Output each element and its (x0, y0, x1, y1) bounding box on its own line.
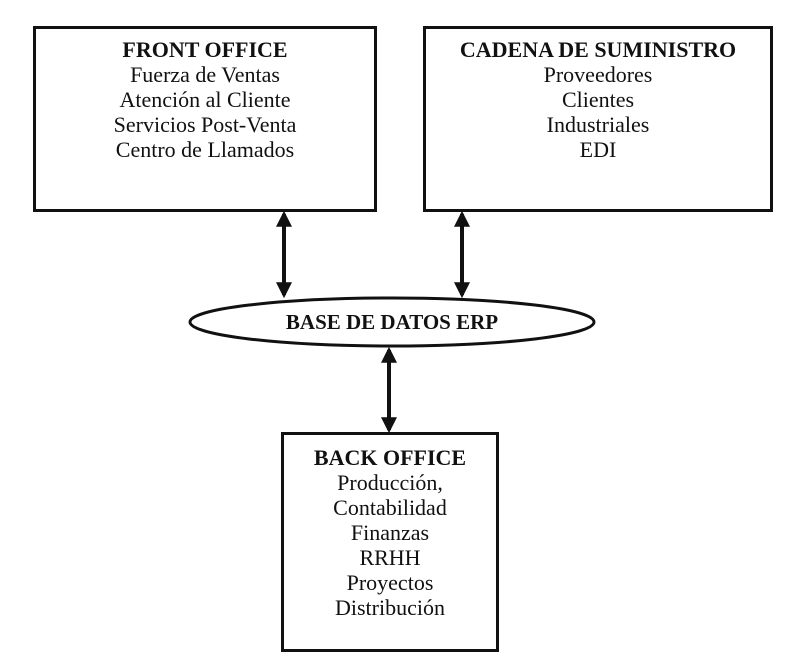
supply-chain-item: EDI (579, 137, 617, 162)
back-office-item: RRHH (359, 545, 421, 570)
front-office-item: Centro de Llamados (115, 137, 295, 162)
back-office-item: Distribución (335, 595, 445, 620)
supply-chain-item: Clientes (561, 87, 635, 112)
front-office-item: Atención al Cliente (119, 87, 291, 112)
supply-chain-item: Proveedores (543, 62, 653, 87)
back-office-item: Contabilidad (333, 495, 447, 520)
database-label: BASE DE DATOS ERP (285, 310, 499, 334)
supply-chain-title: CADENA DE SUMINISTRO (459, 37, 737, 62)
front-office-item: Servicios Post-Venta (113, 112, 297, 137)
supply-chain-item: Industriales (546, 112, 650, 137)
back-office-title: BACK OFFICE (313, 445, 467, 470)
front-office-title: FRONT OFFICE (122, 37, 288, 62)
front-office-box: FRONT OFFICE Fuerza de Ventas Atención a… (33, 26, 377, 212)
back-office-item: Finanzas (350, 520, 430, 545)
supply-chain-box: CADENA DE SUMINISTRO Proveedores Cliente… (423, 26, 773, 212)
database-ellipse (188, 296, 596, 348)
front-office-item: Fuerza de Ventas (130, 62, 280, 87)
back-office-item: Proyectos (346, 570, 434, 595)
back-office-box: BACK OFFICE Producción, Contabilidad Fin… (281, 432, 499, 652)
back-office-item: Producción, (337, 470, 443, 495)
